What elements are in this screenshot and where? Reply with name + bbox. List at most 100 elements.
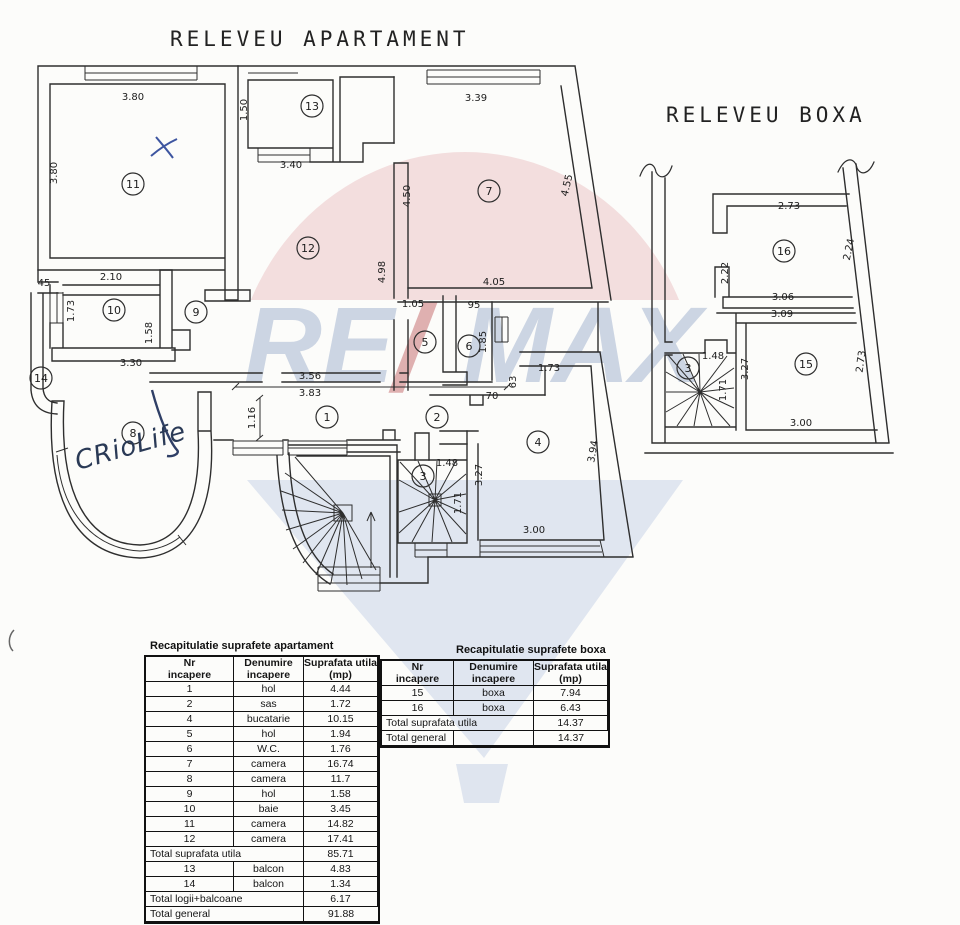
table-cell: camera xyxy=(234,772,304,787)
pen-paren-mark xyxy=(8,629,15,652)
table-cell: 9 xyxy=(146,787,234,802)
table-cell: boxa xyxy=(454,701,534,716)
table-cell: 17.41 xyxy=(304,832,378,847)
table-empty-cell xyxy=(454,731,534,746)
dim-label: 1.73 xyxy=(66,300,77,322)
table-total-label: Total suprafata utila xyxy=(146,847,304,862)
table-cell: 14.82 xyxy=(304,817,378,832)
table-cell: 11.7 xyxy=(304,772,378,787)
table-total-label: Total suprafata utila xyxy=(382,716,534,731)
table-cell: 1.76 xyxy=(304,742,378,757)
table-cell: 16.74 xyxy=(304,757,378,772)
table-cell: sas xyxy=(234,697,304,712)
dim-label: 1.48 xyxy=(436,458,458,469)
table-cell: 11 xyxy=(146,817,234,832)
dim-label: 1.48 xyxy=(702,351,724,362)
dim-label: 45 xyxy=(38,278,51,289)
table-total-value: 14.37 xyxy=(534,716,608,731)
table-total-label: Total general xyxy=(146,907,304,922)
table-cell: bucatarie xyxy=(234,712,304,727)
dim-label: 1.71 xyxy=(718,379,729,401)
dim-label: 3.27 xyxy=(740,358,751,380)
dim-label: 63 xyxy=(508,376,519,389)
table-total-value: 14.37 xyxy=(534,731,608,746)
dim-label: 3.83 xyxy=(299,388,321,399)
dim-label: 3.56 xyxy=(299,371,321,382)
room-number: 11 xyxy=(126,178,140,191)
dim-label: 3.39 xyxy=(465,93,487,104)
room-number: 1 xyxy=(324,411,331,424)
table-cell: 1 xyxy=(146,682,234,697)
room-number: 5 xyxy=(422,336,429,349)
room-circle xyxy=(121,421,145,445)
room-circle xyxy=(102,298,126,322)
room-circle xyxy=(526,430,550,454)
dim-label: 3.40 xyxy=(280,160,302,171)
handwritten-note: CRioLife xyxy=(72,416,190,476)
room-circle xyxy=(794,352,818,376)
table-cell: hol xyxy=(234,787,304,802)
room-circle xyxy=(425,405,449,429)
table-total-value: 91.88 xyxy=(304,907,378,922)
table-cell: 6 xyxy=(146,742,234,757)
table-header-cell: Suprafata utila(mp) xyxy=(304,657,378,682)
dim-label: 1.50 xyxy=(239,99,250,121)
table-cell: camera xyxy=(234,757,304,772)
table-cell: 16 xyxy=(382,701,454,716)
dim-label: 3.30 xyxy=(120,358,142,369)
table-cell: baie xyxy=(234,802,304,817)
dim-label: 4.50 xyxy=(402,185,413,207)
dim-label: 95 xyxy=(468,300,481,311)
table-cell: balcon xyxy=(234,862,304,877)
handwritten-marks: CRioLife xyxy=(8,136,190,652)
table-cell: 1.72 xyxy=(304,697,378,712)
dim-label: 2.73 xyxy=(778,201,800,212)
dim-label: 1.85 xyxy=(478,331,489,353)
table-cell: hol xyxy=(234,682,304,697)
table-cell: 8 xyxy=(146,772,234,787)
room-number: 10 xyxy=(107,304,121,317)
dim-label: 3.00 xyxy=(523,525,545,536)
boxa-table-title: Recapitulatie suprafete boxa xyxy=(456,644,606,656)
room-circle xyxy=(477,179,501,203)
dim-label: 2.73 xyxy=(855,350,869,374)
dim-label: 2.22 xyxy=(720,262,731,284)
table-cell: 4.83 xyxy=(304,862,378,877)
dim-label: 4.98 xyxy=(377,261,388,283)
dim-label: 1.05 xyxy=(402,299,424,310)
table-total-label: Total logii+balcoane xyxy=(146,892,304,907)
dim-label: 3.94 xyxy=(586,440,601,464)
table-cell: 15 xyxy=(382,686,454,701)
apartment-plan-title: RELEVEU APARTAMENT xyxy=(170,27,470,51)
dim-label: 1.71 xyxy=(453,492,464,514)
table-cell: camera xyxy=(234,817,304,832)
dim-label: 3.80 xyxy=(122,92,144,103)
table-cell: 14 xyxy=(146,877,234,892)
table-cell: 13 xyxy=(146,862,234,877)
room-circle xyxy=(121,172,145,196)
pen-x-mark xyxy=(150,136,178,159)
table-cell: 2 xyxy=(146,697,234,712)
table-cell: 4.44 xyxy=(304,682,378,697)
table-cell: 7 xyxy=(146,757,234,772)
table-cell: W.C. xyxy=(234,742,304,757)
table-cell: 5 xyxy=(146,727,234,742)
balloon-bottom xyxy=(247,480,683,758)
room-number: 9 xyxy=(193,306,200,319)
watermark-re: RE xyxy=(244,284,397,405)
room-number: 3 xyxy=(685,362,692,375)
room-number: 13 xyxy=(305,100,319,113)
boxa-plan-title: RELEVEU BOXA xyxy=(666,103,866,127)
room-number: 6 xyxy=(466,340,473,353)
table-total-value: 6.17 xyxy=(304,892,378,907)
